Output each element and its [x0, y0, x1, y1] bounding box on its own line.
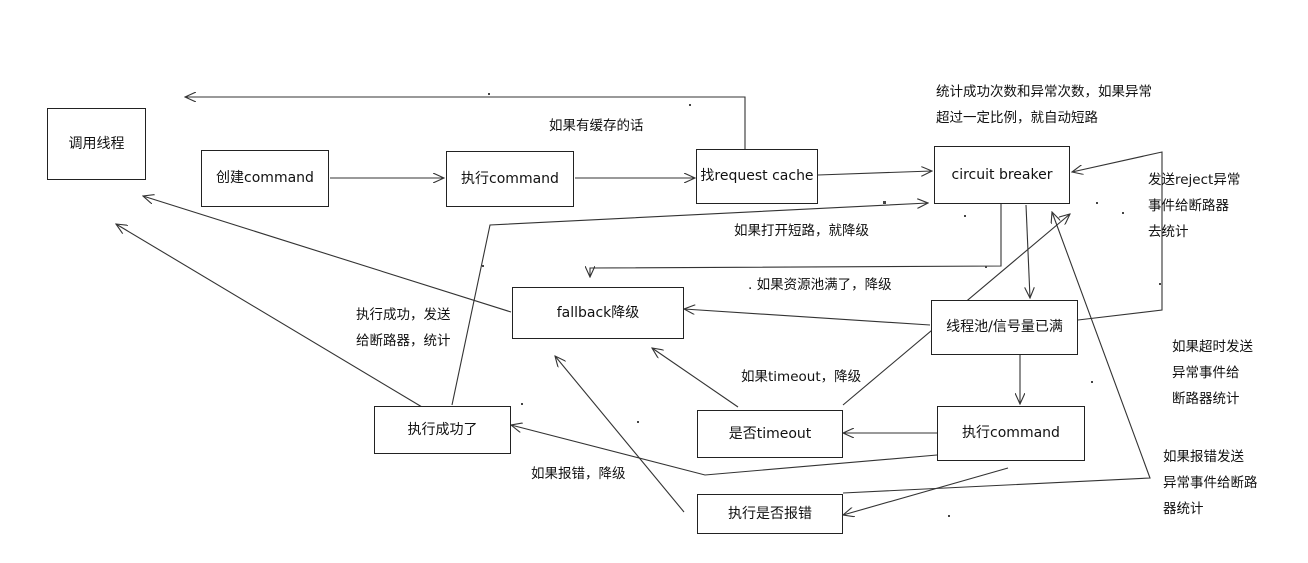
find-request-cache-label: 找request cache — [700, 168, 814, 185]
stray-mark — [964, 215, 966, 217]
reject-note-line2: 事件给断路器 — [1148, 198, 1229, 214]
circuit-breaker-label: circuit breaker — [951, 166, 1053, 183]
stray-mark — [521, 403, 523, 405]
if-pool-full-degrade-label: . 如果资源池满了，降级 — [748, 277, 892, 293]
if-open-degrade-label: 如果打开短路，就降级 — [734, 223, 869, 239]
arrow-breaker-open-to-fallback — [590, 203, 1002, 277]
execute-command-2-node: 执行command — [937, 406, 1085, 461]
arrow-error-to-breaker — [842, 212, 1151, 494]
success-note-line2: 给断路器，统计 — [356, 333, 451, 349]
create-command-label: 创建command — [216, 170, 314, 187]
arrow-error-to-fallback — [555, 356, 685, 513]
stray-mark — [1159, 283, 1161, 285]
reject-note-line1: 发送reject异常 — [1148, 172, 1241, 188]
is-timeout-node: 是否timeout — [697, 410, 843, 458]
arrow-pool-to-fallback — [684, 309, 931, 326]
error-send-note-line3: 器统计 — [1163, 501, 1204, 517]
circuit-breaker-node: circuit breaker — [934, 146, 1070, 204]
arrow-execute-to-success — [511, 425, 938, 476]
stray-mark — [1122, 212, 1124, 214]
arrow-cache-hit-to-caller — [185, 97, 746, 150]
arrow-breaker-to-pool — [1026, 204, 1030, 298]
fallback-label: fallback降级 — [556, 304, 640, 321]
is-error-label: 执行是否报错 — [728, 505, 812, 522]
reject-note-line3: 去统计 — [1148, 224, 1189, 240]
execute-success-label: 执行成功了 — [407, 421, 478, 438]
execute-command-node: 执行command — [446, 151, 574, 207]
pool-full-label: 线程池/信号量已满 — [946, 319, 1063, 336]
find-request-cache-node: 找request cache — [696, 149, 818, 204]
stray-mark — [637, 421, 639, 423]
stray-mark — [488, 93, 490, 95]
stray-mark — [1091, 381, 1093, 383]
arrow-timeout-to-fallback — [652, 348, 739, 408]
stray-mark — [948, 515, 950, 517]
caller-thread-node: 调用线程 — [47, 108, 146, 180]
stray-mark — [482, 265, 484, 267]
stray-mark — [1096, 202, 1098, 204]
fallback-node: fallback降级 — [512, 287, 684, 339]
if-timeout-degrade-label: 如果timeout，降级 — [741, 369, 862, 385]
is-error-node: 执行是否报错 — [697, 494, 843, 534]
execute-command-label: 执行command — [461, 170, 559, 187]
arrow-cache-to-breaker — [817, 171, 932, 175]
success-note-line1: 执行成功，发送 — [356, 307, 451, 323]
if-error-degrade-label: 如果报错，降级 — [531, 466, 626, 482]
arrow-success-to-caller — [116, 224, 423, 408]
stray-mark — [689, 104, 691, 106]
timeout-send-note-line3: 断路器统计 — [1172, 391, 1240, 407]
stray-mark — [985, 266, 987, 268]
execute-command-2-label: 执行command — [962, 425, 1060, 442]
if-cached-label: 如果有缓存的话 — [549, 118, 644, 134]
arrow-execute-to-error — [843, 467, 1009, 515]
execute-success-node: 执行成功了 — [374, 406, 511, 454]
stray-mark — [883, 201, 886, 204]
is-timeout-label: 是否timeout — [728, 425, 812, 442]
caller-thread-label: 调用线程 — [68, 135, 125, 152]
timeout-send-note-line1: 如果超时发送 — [1172, 339, 1253, 355]
timeout-send-note-line2: 异常事件给 — [1172, 365, 1240, 381]
stats-note-line2: 超过一定比例，就自动短路 — [936, 110, 1098, 126]
arrow-success-to-breaker — [451, 203, 928, 406]
arrow-pool-reject-to-breaker — [1072, 151, 1163, 321]
error-send-note-line1: 如果报错发送 — [1163, 449, 1244, 465]
arrow-fallback-to-caller — [143, 196, 512, 313]
create-command-node: 创建command — [201, 150, 329, 207]
stats-note-line1: 统计成功次数和异常次数，如果异常 — [936, 84, 1152, 100]
pool-full-node: 线程池/信号量已满 — [931, 300, 1078, 355]
error-send-note-line2: 异常事件给断路 — [1163, 475, 1258, 491]
